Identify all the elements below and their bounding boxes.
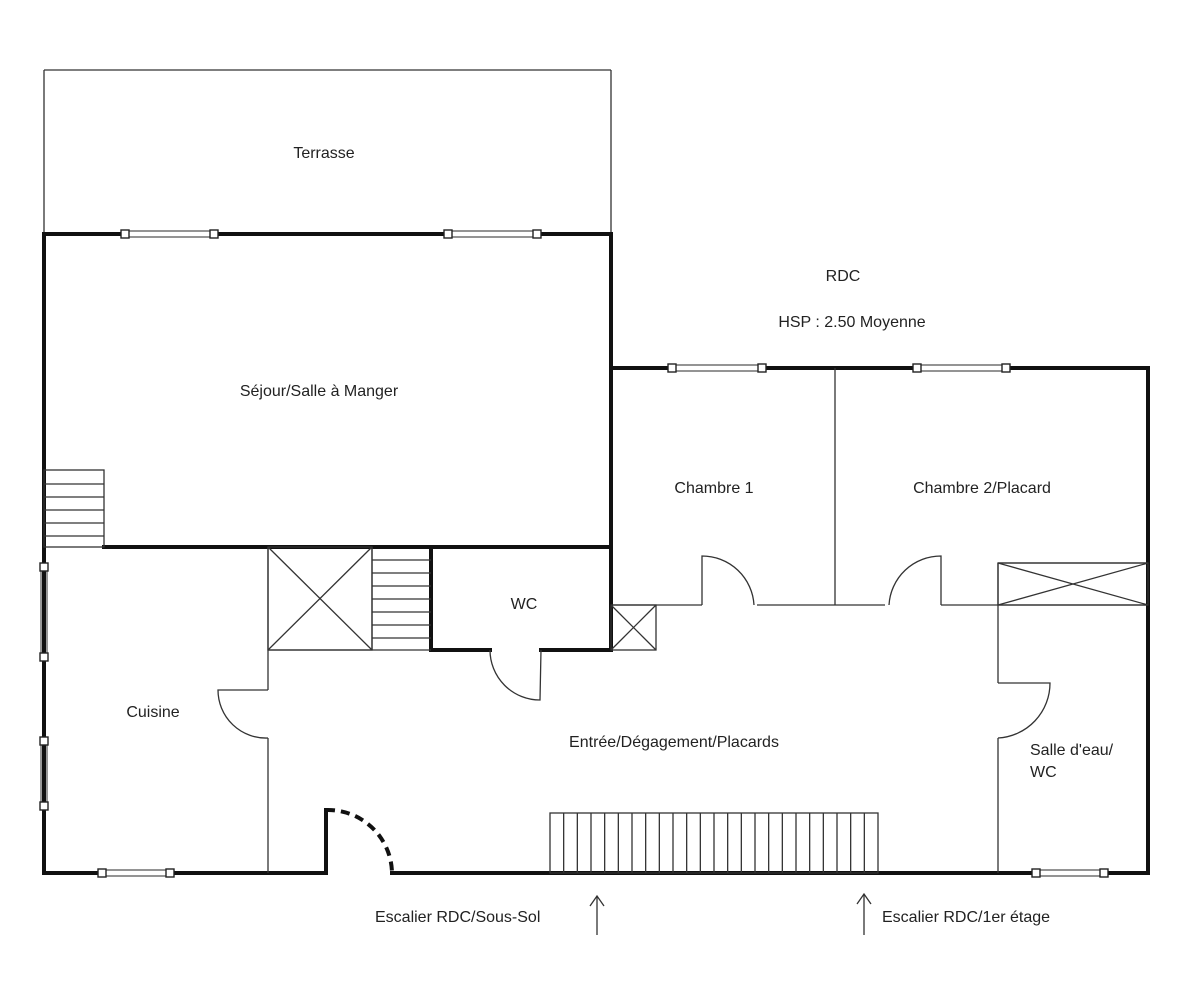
exterior-walls — [42, 232, 1150, 875]
stairs-bottom — [549, 812, 879, 874]
bathroom-label-line1: Salle d'eau/ — [1030, 742, 1114, 759]
doors — [217, 555, 1051, 875]
windows — [39, 229, 1109, 878]
bathroom-label-line2: WC — [1030, 764, 1057, 781]
bedroom1-label: Chambre 1 — [674, 480, 753, 497]
entry-label: Entrée/Dégagement/Placards — [569, 734, 779, 751]
bedroom2-label: Chambre 2/Placard — [913, 480, 1051, 497]
stairs-left — [43, 469, 105, 548]
kitchen-label: Cuisine — [126, 704, 179, 721]
ceiling-height-label: HSP : 2.50 Moyenne — [778, 314, 925, 331]
stairs-basement-label: Escalier RDC/Sous-Sol — [375, 909, 540, 926]
level-label: RDC — [826, 268, 861, 285]
arrow-up-icon — [856, 892, 872, 935]
wc-label: WC — [511, 596, 538, 613]
stairs-center — [372, 559, 431, 639]
stairs-first-floor-label: Escalier RDC/1er étage — [882, 909, 1050, 926]
arrow-up-icon — [589, 894, 605, 935]
terrace-outline — [43, 69, 612, 234]
living-room-label: Séjour/Salle à Manger — [240, 383, 399, 400]
terrace-label: Terrasse — [293, 145, 354, 162]
